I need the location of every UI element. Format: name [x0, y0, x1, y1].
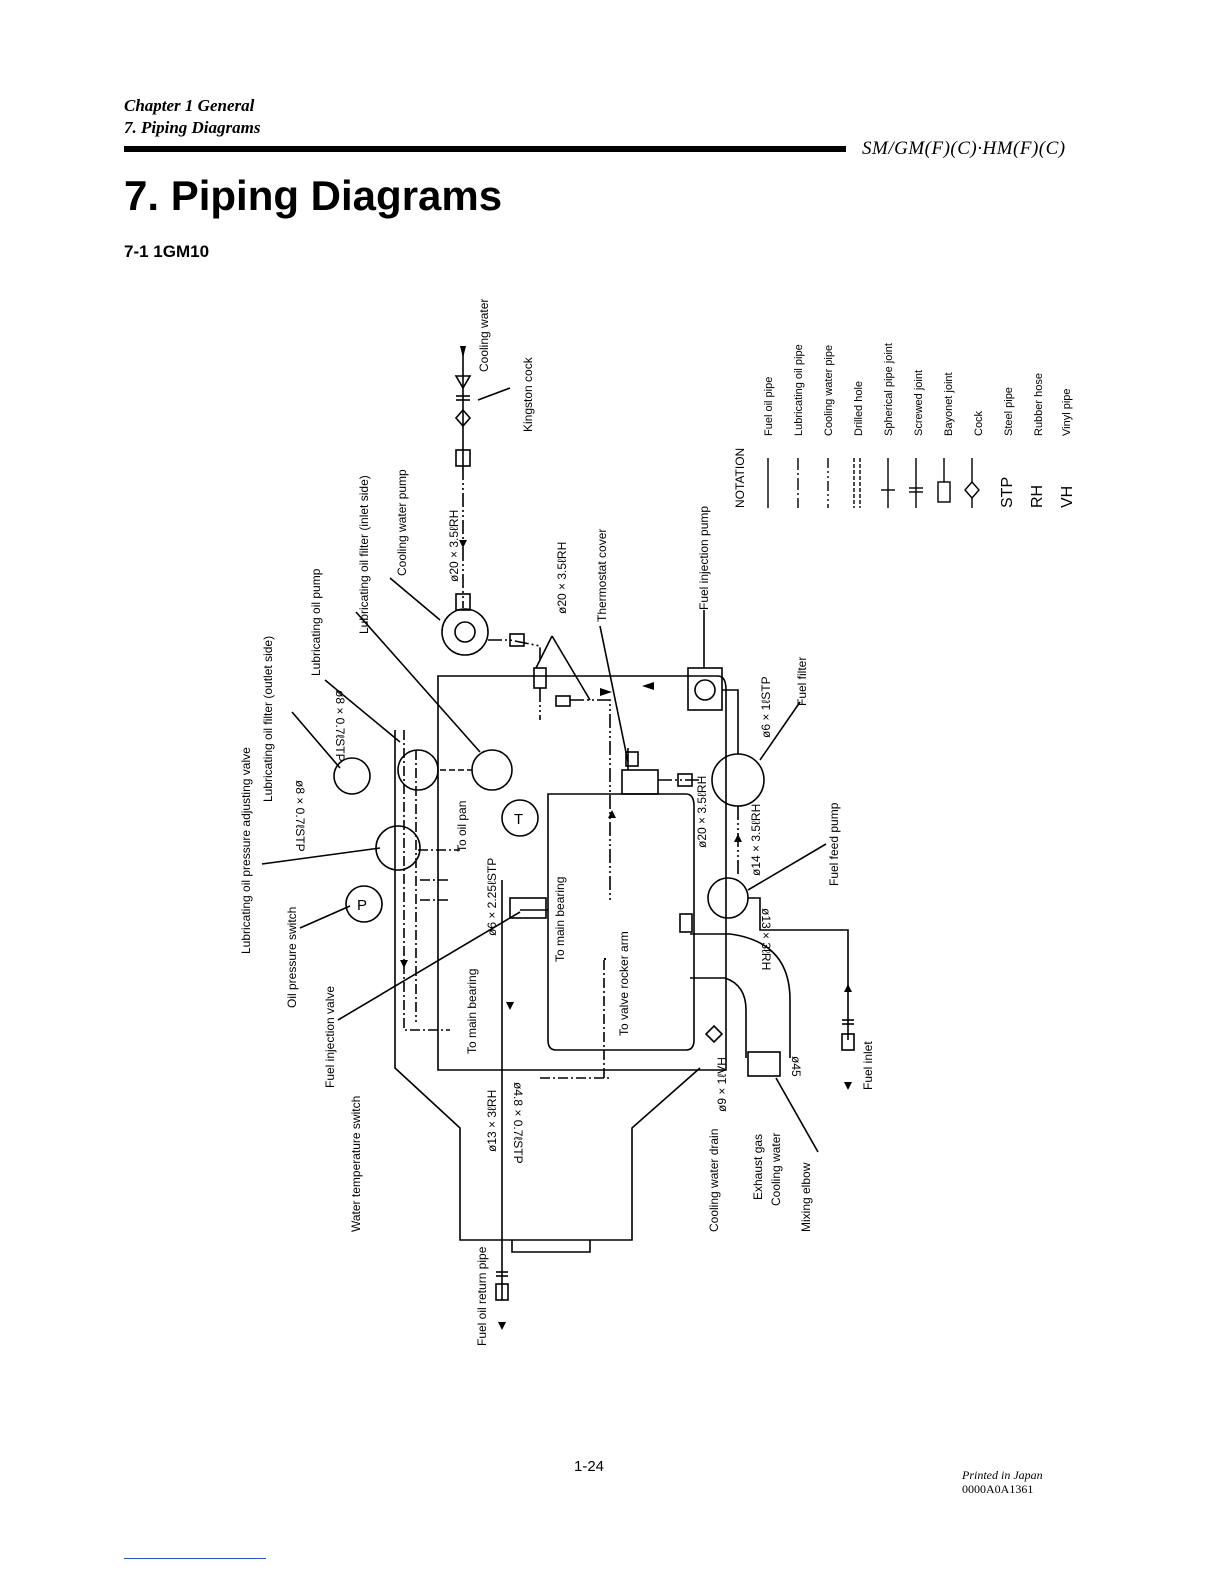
- label-lube-filter-inlet: Lubricating oil filter (inlet side): [357, 475, 371, 634]
- label-lube-pipe-2: ø4.8 × 0.7ℓSTP: [511, 1082, 525, 1164]
- label-to-valve-rocker-arm: To valve rocker arm: [617, 931, 631, 1036]
- label-fuel-inlet: Fuel inlet: [861, 1041, 875, 1090]
- notation-cooling-water-pipe: Cooling water pipe: [823, 345, 835, 436]
- label-to-main-bearing-1: To main bearing: [553, 877, 567, 962]
- oil-pressure-switch-symbol: [345, 885, 383, 923]
- header-chapter: Chapter 1 General: [124, 96, 255, 115]
- label-water-temp-switch: Water temperature switch: [349, 1096, 363, 1232]
- notation-cock: Cock: [973, 410, 985, 436]
- document-code: 0000A0A1361: [962, 1482, 1034, 1496]
- water-temp-switch-symbol: [501, 799, 539, 837]
- notation-code-stp: STP: [999, 477, 1016, 508]
- label-cooling-water-out: Cooling water: [769, 1133, 783, 1206]
- label-to-main-bearing-2: To main bearing: [465, 969, 479, 1054]
- crankcase-outline: [394, 730, 701, 1241]
- injection-valve-block: [509, 897, 547, 919]
- notation-rubber-hose: Rubber hose: [1033, 373, 1045, 436]
- fuel-feed-pump-symbol: [707, 877, 749, 919]
- notation-bayonet-joint: Bayonet joint: [943, 372, 955, 436]
- label-to-oil-pan: To oil pan: [455, 801, 469, 852]
- oil-pan-base: [511, 1240, 591, 1253]
- section-subtitle: 7-1 1GM10: [124, 242, 210, 261]
- label-kingston-cock: Kingston cock: [521, 356, 535, 432]
- label-fuel-oil-return-pipe: Fuel oil return pipe: [475, 1246, 489, 1346]
- label-fuel-injection-valve: Fuel injection valve: [323, 986, 337, 1088]
- lube-filter-outlet-symbol: [333, 757, 371, 795]
- label-cooling-water-in: Cooling water: [477, 299, 491, 372]
- engine-outline: [437, 675, 727, 1071]
- label-fuel-filter: Fuel filter: [795, 657, 809, 706]
- adjusting-valve-symbol: [375, 825, 421, 871]
- lube-pump-symbol: [397, 749, 439, 791]
- notation-lube-oil-pipe: Lubricating oil pipe: [793, 344, 805, 436]
- notation-screwed-joint: Screwed joint: [913, 370, 925, 436]
- label-exhaust-gas: Exhaust gas: [751, 1134, 765, 1200]
- mixing-elbow-flange: [747, 1051, 781, 1077]
- label-thermostat-cover: Thermostat cover: [595, 529, 609, 622]
- label-cooling-water-drain: Cooling water drain: [707, 1129, 721, 1232]
- label-lube-filter-outlet: Lubricating oil filter (outlet side): [261, 636, 275, 802]
- header-rule: [124, 146, 846, 152]
- label-lube-pipe-4: ø8 × 0.7ℓSTP: [293, 780, 307, 852]
- fuel-filter-symbol: [711, 753, 765, 807]
- notation-steel-pipe: Steel pipe: [1003, 387, 1015, 436]
- notation-fuel-oil-pipe: Fuel oil pipe: [763, 377, 775, 436]
- notation-code-vh: VH: [1059, 486, 1076, 508]
- label-drain-pipe: ø9 × 1ℓVH: [715, 1057, 729, 1112]
- printed-in: Printed in Japan: [962, 1468, 1043, 1482]
- label-lube-pipe-3: ø8 × 0.7ℓSTP: [333, 690, 347, 762]
- label-cw-pipe-3: ø20 × 3.5ℓRH: [695, 776, 709, 848]
- thermostat-mark: T: [514, 811, 523, 828]
- label-cw-pipe-4: ø14 × 3.5ℓRH: [749, 804, 763, 876]
- label-fuel-pipe-stp: ø6 × 1ℓSTP: [759, 676, 773, 738]
- label-cw-pipe-1: ø20 × 3.5ℓRH: [447, 510, 461, 582]
- label-cooling-water-pump: Cooling water pump: [395, 469, 409, 576]
- cylinder-block: [547, 793, 695, 1051]
- notation-spherical-joint: Spherical pipe joint: [883, 343, 895, 436]
- page-number: 1-24: [574, 1458, 605, 1475]
- notation-drilled-hole: Drilled hole: [853, 381, 865, 436]
- notation-legend: NOTATION STP RH VH Fuel oil pipe Lubrica…: [733, 343, 1076, 508]
- notation-title: NOTATION: [733, 448, 747, 508]
- label-fuel-injection-pump: Fuel injection pump: [697, 506, 711, 610]
- thermostat-box: [621, 769, 659, 795]
- label-mixing-elbow: Mixing elbow: [799, 1162, 813, 1232]
- header-model: SM/GM(F)(C)·HM(F)(C): [862, 138, 1066, 159]
- label-return-pipe: ø13 × 3ℓRH: [485, 1090, 499, 1152]
- fuel-injection-pump-symbol: [687, 667, 723, 711]
- label-lube-pipe-1: ø6 × 2.25ℓSTP: [485, 858, 499, 936]
- notation-code-rh: RH: [1029, 485, 1046, 508]
- label-oil-pressure-switch: Oil pressure switch: [285, 907, 299, 1008]
- pressure-mark: P: [357, 897, 367, 914]
- label-lube-adjusting-valve: Lubricating oil pressure adjusting valve: [239, 747, 253, 954]
- header-section: 7. Piping Diagrams: [124, 118, 261, 137]
- label-cw-pipe-5: ø13 × 3ℓRH: [759, 908, 773, 970]
- notation-vinyl-pipe: Vinyl pipe: [1061, 389, 1073, 437]
- page-title: 7. Piping Diagrams: [124, 172, 503, 219]
- footnote-rule: [124, 1558, 266, 1559]
- label-elbow-dia: ø45: [789, 1056, 803, 1077]
- label-fuel-feed-pump: Fuel feed pump: [827, 802, 841, 886]
- label-cw-pipe-2: ø20 × 3.5ℓRH: [555, 542, 569, 614]
- exhaust-elbow: [690, 933, 791, 1058]
- cooling-water-pump-symbol: [441, 608, 489, 656]
- label-lube-pump: Lubricating oil pump: [309, 568, 323, 676]
- lube-filter-inlet-symbol: [471, 749, 513, 791]
